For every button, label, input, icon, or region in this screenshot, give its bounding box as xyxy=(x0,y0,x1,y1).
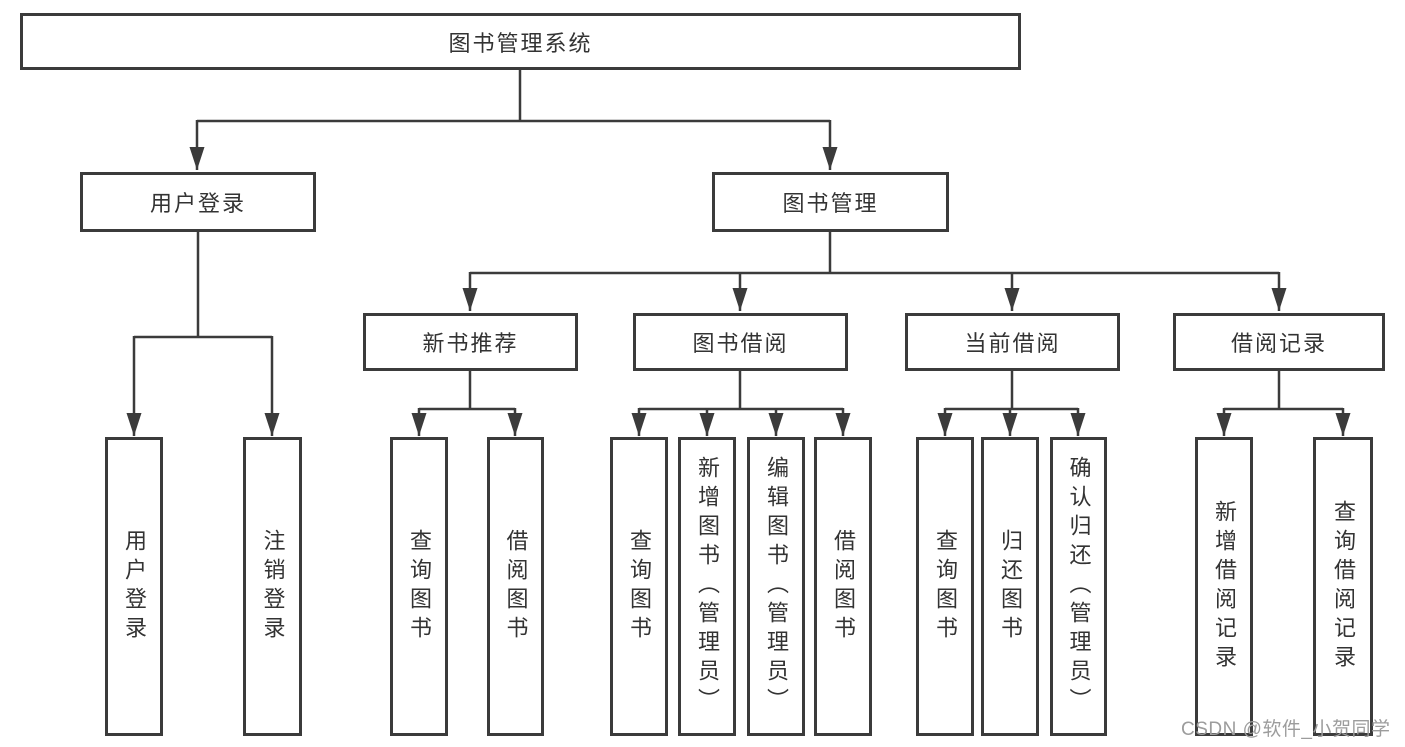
leaf-cb-return-books-label: 归还图书 xyxy=(998,528,1023,645)
leaf-rec-borrow-books-label: 借阅图书 xyxy=(503,528,529,645)
node-user-login: 用户登录 xyxy=(80,172,316,232)
leaf-bb-add-books-admin: 新增图书（管理员） xyxy=(678,437,736,736)
leaf-br-add-record-label: 新增借阅记录 xyxy=(1212,499,1237,674)
node-book-management: 图书管理 xyxy=(712,172,949,232)
csdn-watermark: CSDN @软件_小贺同学 xyxy=(1181,719,1391,740)
leaf-cb-query-books-label: 查询图书 xyxy=(933,528,958,645)
leaf-rec-query-books: 查询图书 xyxy=(390,437,448,736)
leaf-bb-borrow-books-label: 借阅图书 xyxy=(831,528,856,645)
leaf-bb-query-books-label: 查询图书 xyxy=(627,528,652,645)
leaf-br-query-record-label: 查询借阅记录 xyxy=(1331,499,1356,674)
node-borrow-records: 借阅记录 xyxy=(1173,313,1385,371)
leaf-cb-query-books: 查询图书 xyxy=(916,437,974,736)
node-library-system: 图书管理系统 xyxy=(20,13,1021,70)
leaf-user-login: 用户登录 xyxy=(105,437,163,736)
node-current-borrowing: 当前借阅 xyxy=(905,313,1120,371)
leaf-bb-query-books: 查询图书 xyxy=(610,437,668,736)
leaf-cb-confirm-return-admin: 确认归还（管理员） xyxy=(1050,437,1107,736)
leaf-cb-confirm-return-admin-label: 确认归还（管理员） xyxy=(1066,456,1092,717)
leaf-user-login-label: 用户登录 xyxy=(122,528,147,645)
leaf-br-add-record: 新增借阅记录 xyxy=(1195,437,1253,736)
leaf-logout-label: 注销登录 xyxy=(260,528,286,645)
leaf-bb-borrow-books: 借阅图书 xyxy=(814,437,872,736)
leaf-bb-edit-books-admin-label: 编辑图书（管理员） xyxy=(764,456,789,717)
node-new-book-recommendation: 新书推荐 xyxy=(363,313,578,371)
leaf-br-query-record: 查询借阅记录 xyxy=(1313,437,1373,736)
leaf-bb-edit-books-admin: 编辑图书（管理员） xyxy=(747,437,805,736)
leaf-logout: 注销登录 xyxy=(243,437,302,736)
leaf-rec-query-books-label: 查询图书 xyxy=(407,528,432,645)
leaf-bb-add-books-admin-label: 新增图书（管理员） xyxy=(695,456,720,717)
leaf-cb-return-books: 归还图书 xyxy=(981,437,1039,736)
node-book-borrowing: 图书借阅 xyxy=(633,313,848,371)
leaf-rec-borrow-books: 借阅图书 xyxy=(487,437,544,736)
